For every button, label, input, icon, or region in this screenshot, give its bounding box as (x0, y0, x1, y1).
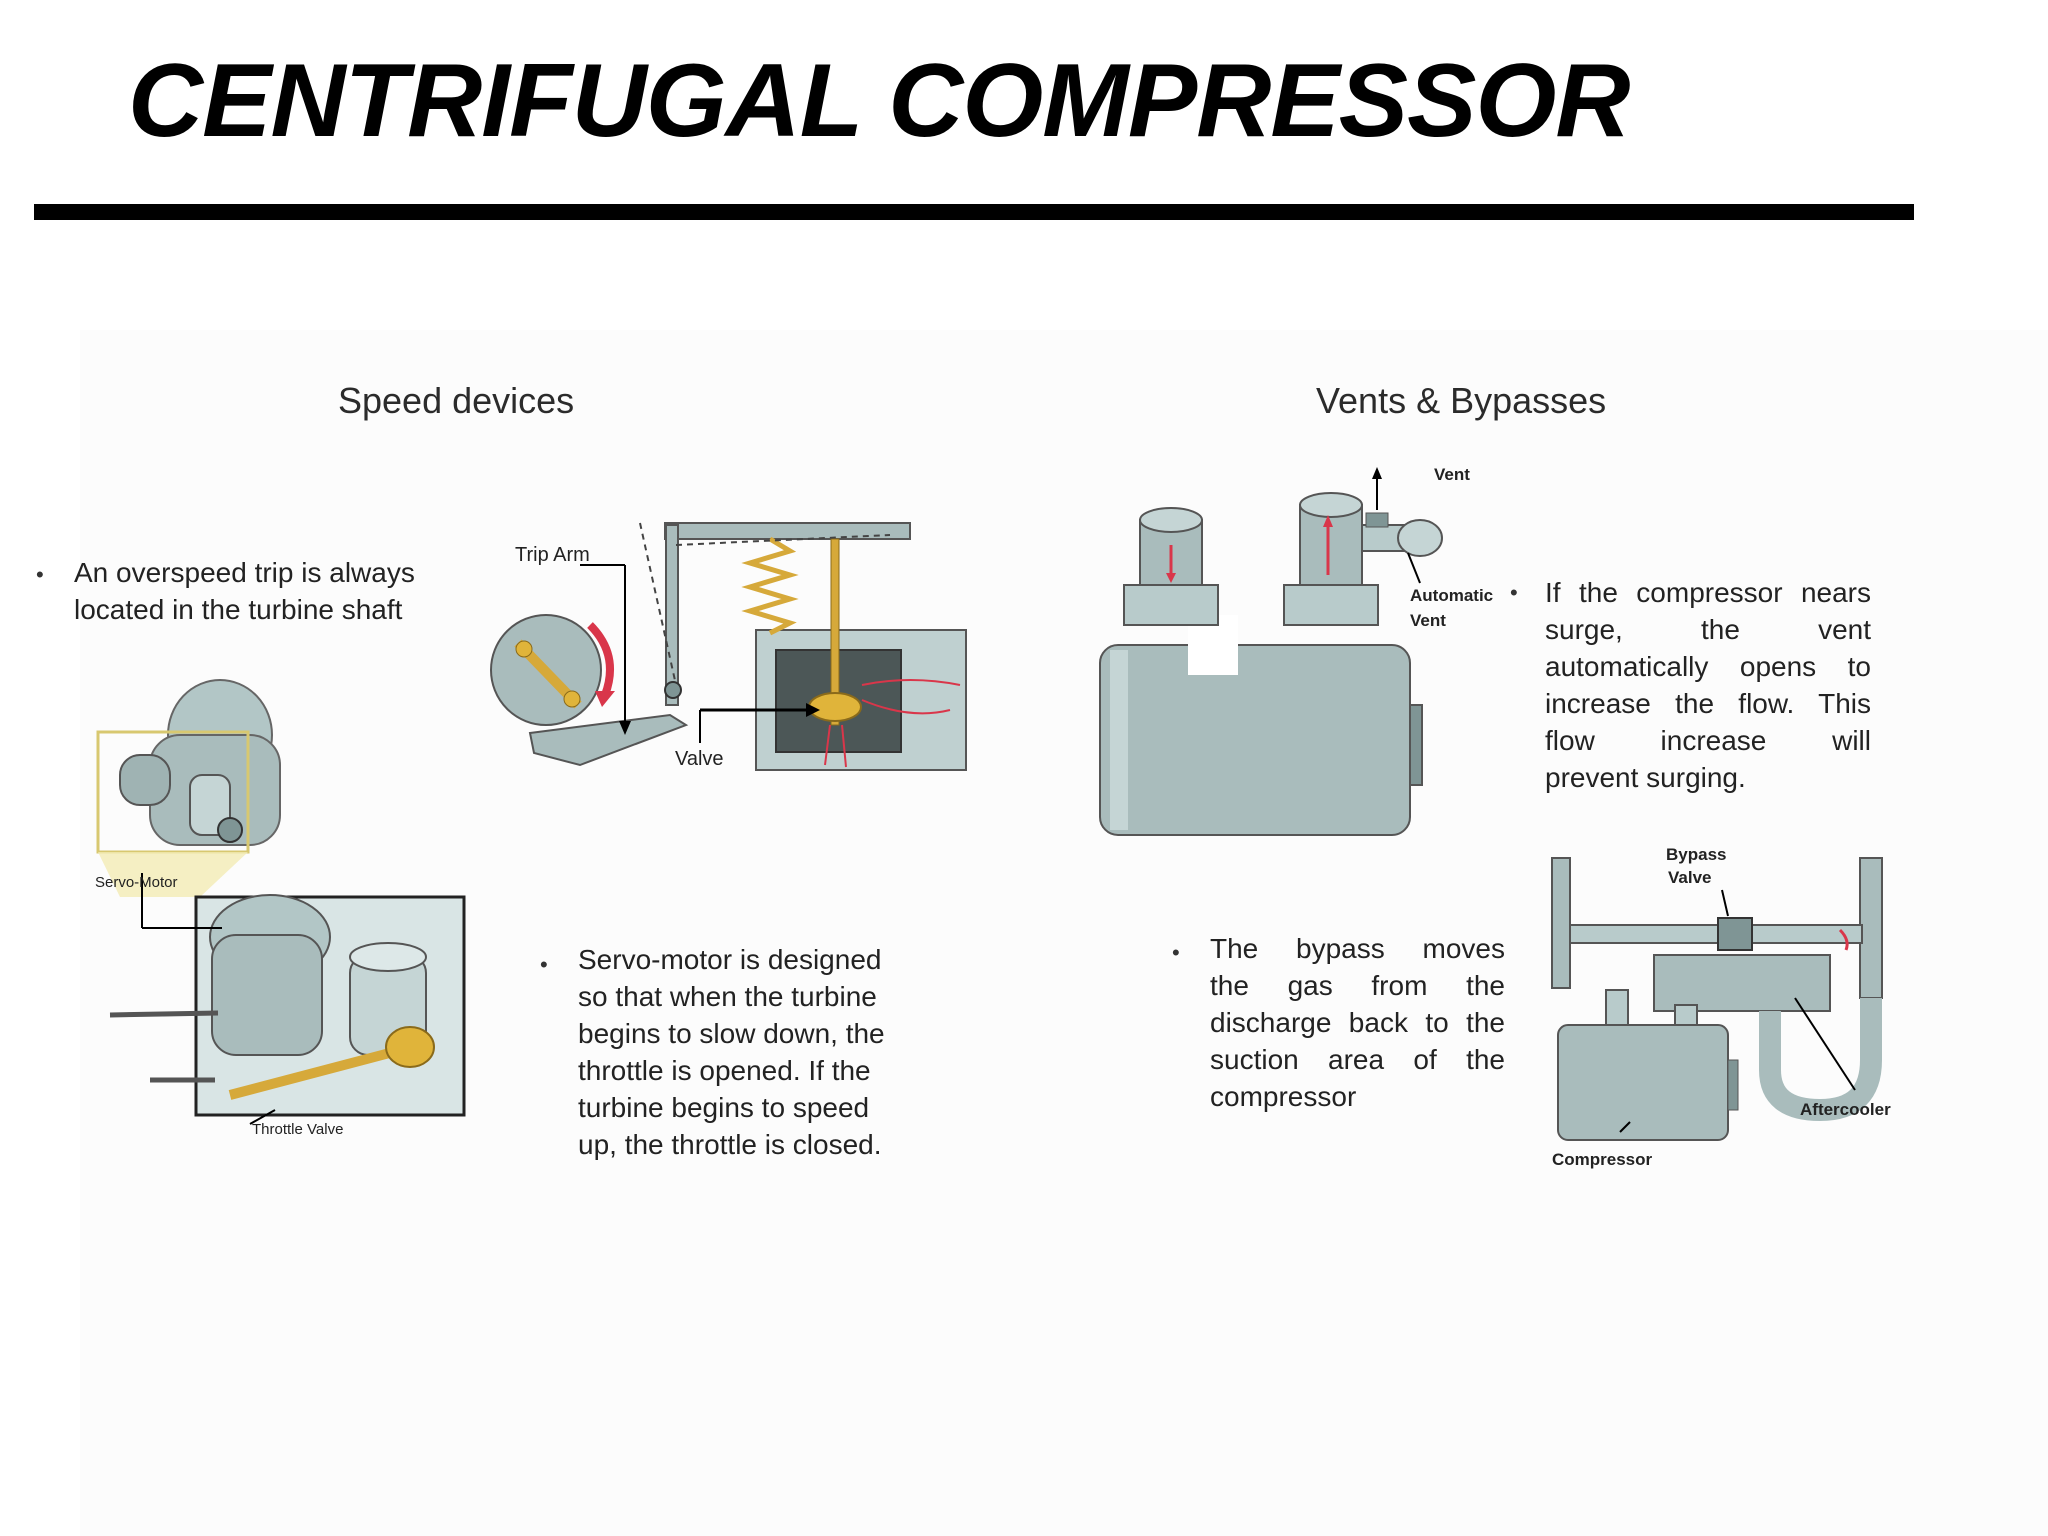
servo-line: Servo-motor is designed (578, 944, 882, 975)
bullet-dot: • (36, 562, 44, 587)
vents-bypasses-heading: Vents & Bypasses (1316, 380, 1607, 421)
vent-description-text: If the compressor nears surge, the vent … (1545, 574, 1871, 796)
compressor-label: Compressor (1552, 1150, 1653, 1169)
vent-line: prevent surging. (1545, 762, 1746, 793)
throttle-valve-label: Throttle Valve (252, 1121, 344, 1138)
servo-line: begins to slow down, the (578, 1018, 885, 1049)
overspeed-line: located in the turbine shaft (74, 594, 403, 625)
overspeed-trip-diagram (490, 522, 967, 771)
bullet-dot: • (1172, 940, 1180, 965)
bullet-dot: • (540, 952, 548, 977)
vent-label: Vent (1434, 465, 1470, 484)
servo-line: throttle is opened. If the (578, 1055, 871, 1086)
trip-arm-label: Trip Arm (515, 544, 590, 566)
vent-line: increase the flow. This (1545, 688, 1871, 719)
speed-devices-heading: Speed devices (338, 380, 575, 421)
servo-motor-text: Servo-motor is designed so that when the… (578, 941, 938, 1163)
servo-motor-label: Servo-Motor (95, 874, 178, 891)
slide-title: CENTRIFUGAL COMPRESSOR (128, 43, 1630, 159)
overspeed-line: An overspeed trip is always (74, 557, 415, 588)
automatic-label: Automatic (1410, 586, 1494, 605)
servo-line: so that when the turbine (578, 981, 877, 1012)
vent-line: If the compressor nears (1545, 577, 1871, 608)
servo-motor-diagram (96, 679, 466, 1125)
aftercooler-label: Aftercooler (1800, 1100, 1891, 1119)
overspeed-trip-text: An overspeed trip is always located in t… (74, 554, 474, 628)
bypass-valve-label: Valve (1668, 868, 1712, 887)
bullet-dot: • (1510, 580, 1518, 605)
vent-line: surge, the vent (1545, 614, 1871, 645)
title-rule (34, 204, 1914, 220)
bypass-line: the gas from the (1210, 970, 1505, 1001)
servo-line: turbine begins to speed (578, 1092, 870, 1123)
automatic-vent-diagram (1099, 467, 1443, 836)
bypass-line: discharge back to the (1210, 1007, 1505, 1038)
valve-label: Valve (675, 748, 724, 770)
bypass-description-text: The bypass moves the gas from the discha… (1210, 930, 1505, 1115)
bypass-line: suction area of the (1210, 1044, 1505, 1075)
bypass-diagram (1551, 857, 1883, 1141)
bypass-line: compressor (1210, 1081, 1357, 1112)
automatic-vent-label: Vent (1410, 611, 1446, 630)
bypass-line: The bypass moves (1210, 933, 1505, 964)
servo-line: up, the throttle is closed. (578, 1129, 882, 1160)
vent-line: automatically opens to (1545, 651, 1871, 682)
bypass-label: Bypass (1666, 845, 1727, 864)
vent-line: flow increase will (1545, 725, 1871, 756)
